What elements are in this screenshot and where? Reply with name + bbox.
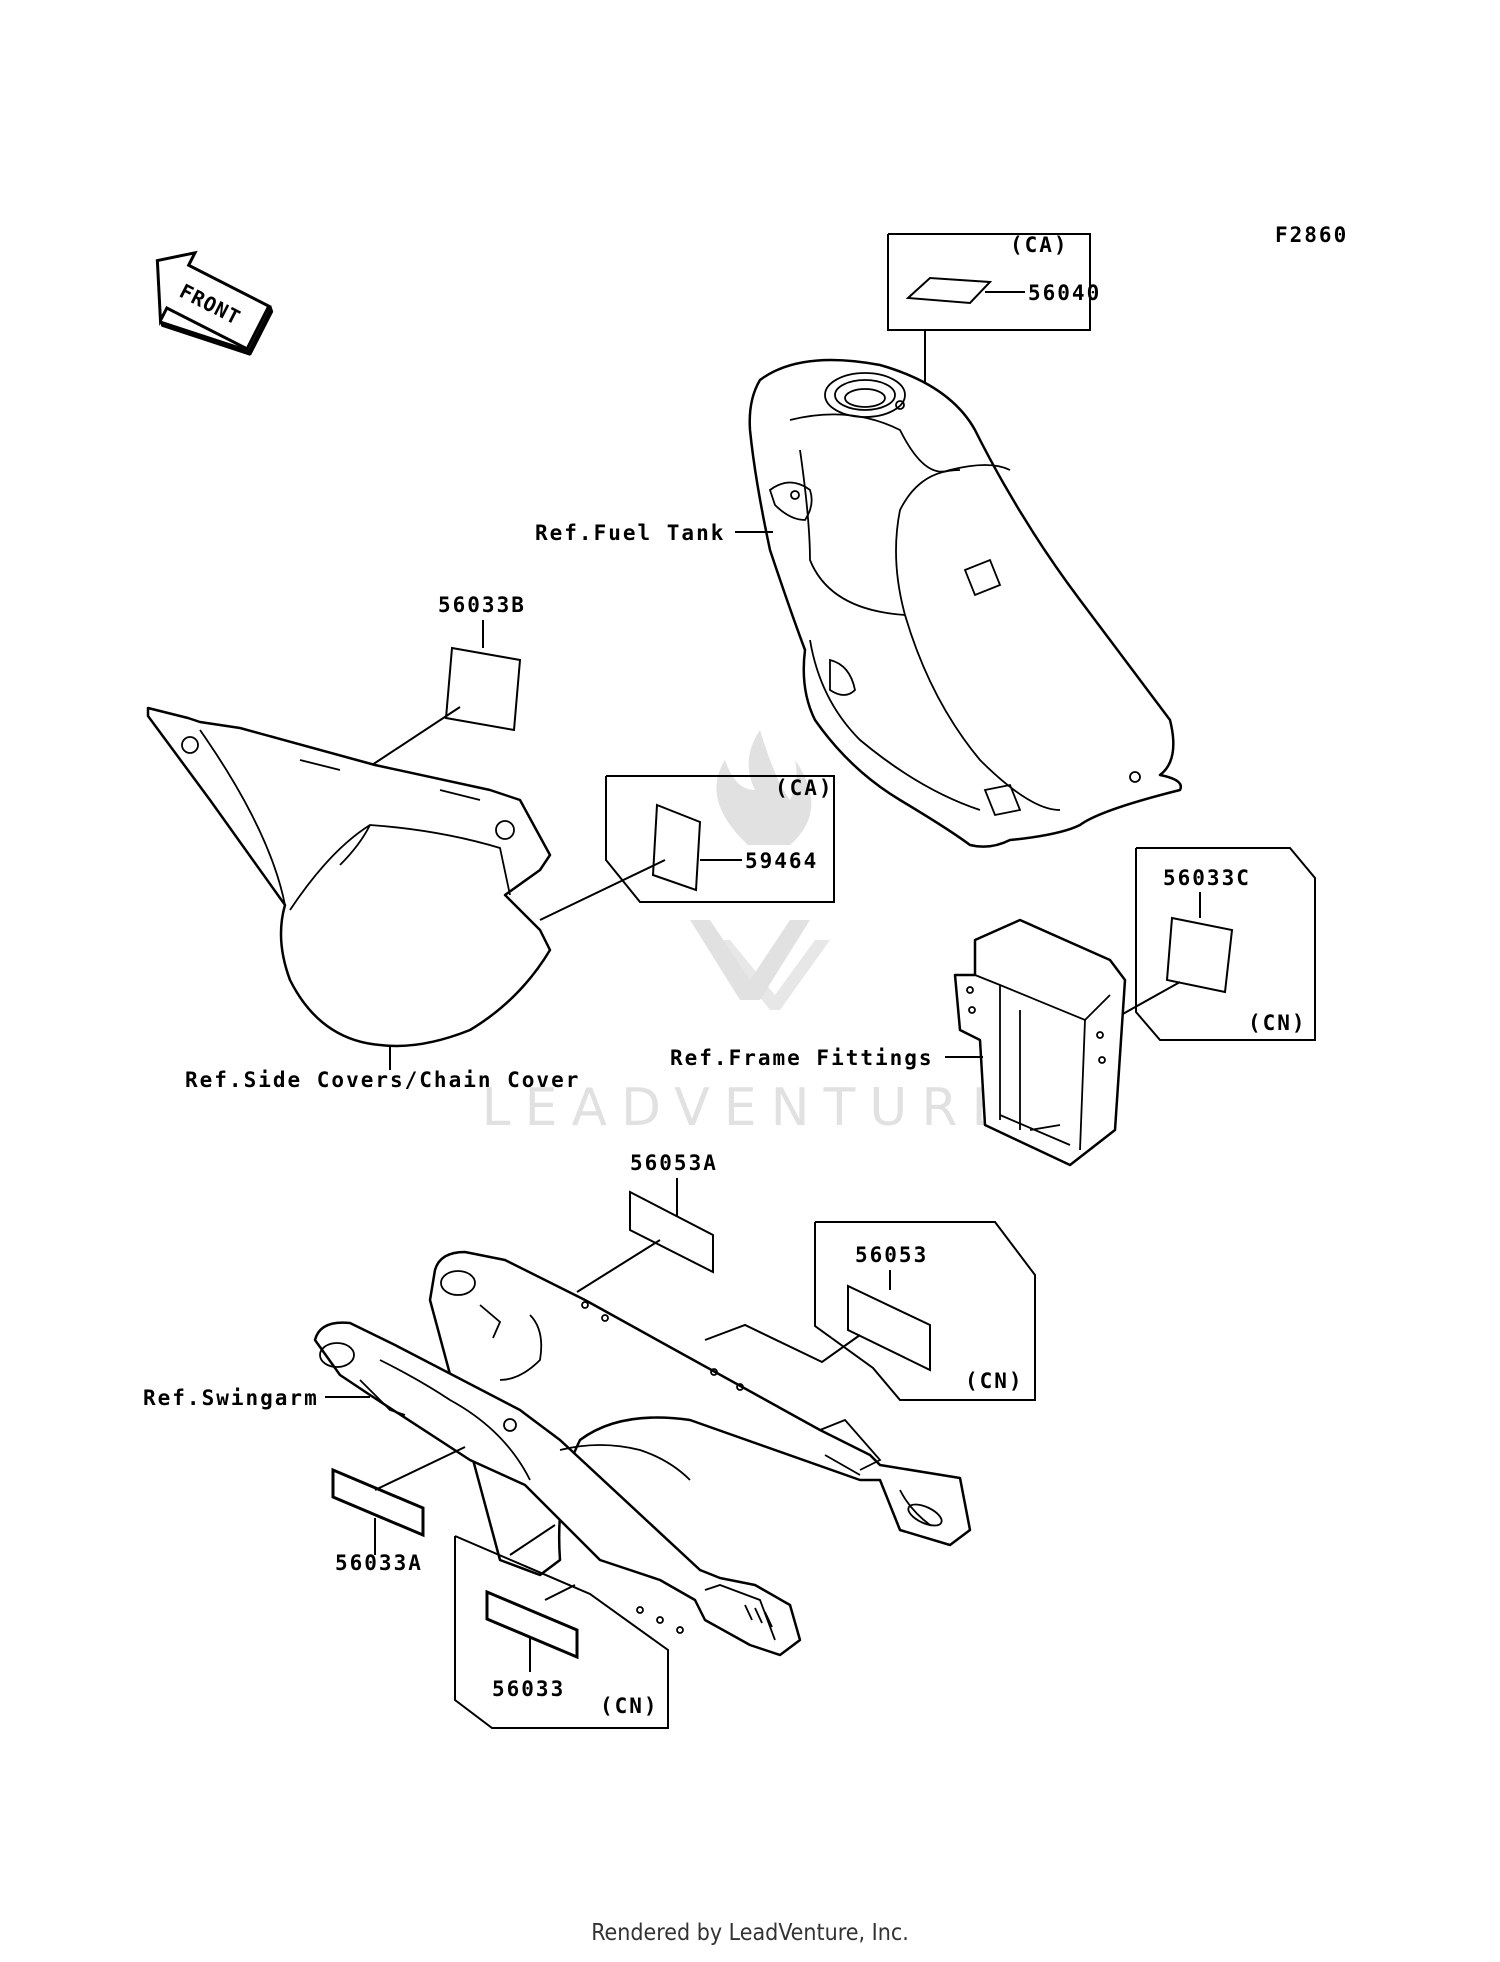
part-56033C-label: 56033C: [1163, 866, 1251, 890]
watermark: LEADVENTURE: [482, 730, 1019, 1138]
watermark-text: LEADVENTURE: [482, 1078, 1019, 1138]
callout-56033-box: 56033 (CN): [454, 1524, 669, 1729]
callout-59464-box: (CA) 59464: [539, 775, 835, 921]
part-56040-label: 56040: [1028, 281, 1101, 305]
part-56033-label: 56033: [492, 1677, 565, 1701]
decal-59464: [651, 803, 702, 892]
callout-56033C-box: 56033C (CN): [1111, 847, 1316, 1041]
front-arrow-icon: FRONT: [155, 250, 274, 356]
fuel-tank: [748, 358, 1183, 848]
frame-fitting-box: [953, 918, 1127, 1167]
decal-56033: [485, 1589, 579, 1660]
part-56033B-label: 56033B: [438, 593, 526, 617]
footer-credit: Rendered by LeadVenture, Inc.: [591, 1920, 909, 1946]
part-56033A-label: 56033A: [335, 1551, 423, 1575]
decal-56053: [847, 1284, 931, 1372]
part-56053A-label: 56053A: [630, 1151, 718, 1175]
ref-frame-fittings-label: Ref.Frame Fittings: [670, 1046, 934, 1070]
market-ca-label: (CA): [1010, 233, 1069, 257]
market-ca-label-2: (CA): [775, 776, 834, 800]
market-cn-label-3: (CN): [600, 1694, 659, 1718]
ref-fuel-tank-label: Ref.Fuel Tank: [535, 521, 725, 545]
decal-56053A: [629, 1190, 714, 1274]
decal-56040: [905, 276, 993, 305]
callout-56053-box: 56053 (CN): [704, 1221, 1036, 1401]
market-cn-label-2: (CN): [965, 1369, 1024, 1393]
ref-side-covers-label: Ref.Side Covers/Chain Cover: [185, 1068, 580, 1092]
drawing-id: F2860: [1275, 223, 1348, 247]
side-cover: [146, 706, 552, 1048]
swingarm: [313, 1250, 972, 1657]
decal-56033B: [444, 646, 522, 732]
market-cn-label: (CN): [1248, 1011, 1307, 1035]
ref-swingarm-label: Ref.Swingarm: [143, 1386, 319, 1410]
part-59464-label: 59464: [745, 849, 818, 873]
part-56053-label: 56053: [855, 1243, 928, 1267]
decal-56033C: [1165, 916, 1234, 994]
callout-56040-box: (CA) 56040: [887, 233, 1101, 470]
decal-56033A: [331, 1467, 425, 1538]
